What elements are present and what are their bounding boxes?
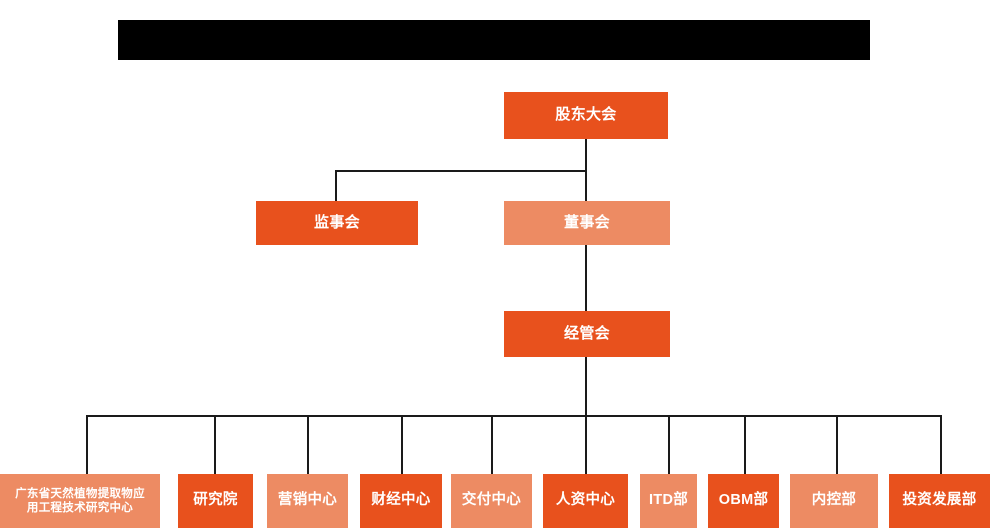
node-label: 广东省天然植物提取物应 用工程技术研究中心 [15, 487, 145, 514]
node-label: 交付中心 [461, 492, 522, 509]
node-label: 人资中心 [555, 492, 616, 509]
node-label: 股东大会 [555, 106, 617, 124]
node-dept-itd[interactable]: ITD部 [640, 474, 697, 528]
node-dept-research-institute[interactable]: 研究院 [178, 474, 253, 528]
node-dept-research-center[interactable]: 广东省天然植物提取物应 用工程技术研究中心 [0, 474, 160, 528]
node-dept-finance-center[interactable]: 财经中心 [360, 474, 442, 528]
node-dept-internal-control[interactable]: 内控部 [790, 474, 878, 528]
connector-drop-dept-10 [940, 415, 942, 474]
node-board-of-supervisors[interactable]: 监事会 [256, 201, 418, 245]
redacted-title-banner [118, 20, 870, 60]
node-management-committee[interactable]: 经管会 [504, 311, 670, 357]
node-label: 经管会 [564, 324, 610, 342]
connector-directors-to-management [585, 241, 587, 311]
connector-directors-down [585, 170, 587, 201]
connector-shareholders-down [585, 139, 587, 171]
node-dept-hr-center[interactable]: 人资中心 [543, 474, 628, 528]
connector-drop-dept-8 [744, 415, 746, 474]
node-label: 监事会 [314, 213, 360, 231]
node-label: 董事会 [564, 213, 610, 231]
connector-drop-dept-1 [86, 415, 88, 474]
node-label: 投资发展部 [902, 492, 977, 509]
connector-departments-bar [86, 415, 942, 417]
connector-drop-dept-7 [668, 415, 670, 474]
node-label: OBM部 [718, 492, 769, 509]
node-dept-delivery-center[interactable]: 交付中心 [451, 474, 532, 528]
node-dept-obm[interactable]: OBM部 [708, 474, 779, 528]
node-board-of-directors[interactable]: 董事会 [504, 201, 670, 245]
connector-drop-dept-3 [307, 415, 309, 474]
node-dept-marketing-center[interactable]: 营销中心 [267, 474, 348, 528]
node-label: 研究院 [193, 492, 238, 509]
connector-level2-horizontal [335, 170, 587, 172]
connector-supervisors-down [335, 170, 337, 201]
node-label: 内控部 [811, 492, 857, 509]
node-label: ITD部 [648, 492, 689, 509]
connector-drop-dept-9 [836, 415, 838, 474]
node-label: 营销中心 [277, 492, 338, 509]
connector-drop-dept-2 [214, 415, 216, 474]
connector-management-down [585, 357, 587, 416]
node-dept-investment-development[interactable]: 投资发展部 [889, 474, 990, 528]
connector-drop-dept-4 [401, 415, 403, 474]
connector-drop-dept-5 [491, 415, 493, 474]
node-shareholders-meeting[interactable]: 股东大会 [504, 92, 668, 139]
connector-drop-dept-6 [585, 415, 587, 474]
node-label: 财经中心 [371, 492, 431, 509]
